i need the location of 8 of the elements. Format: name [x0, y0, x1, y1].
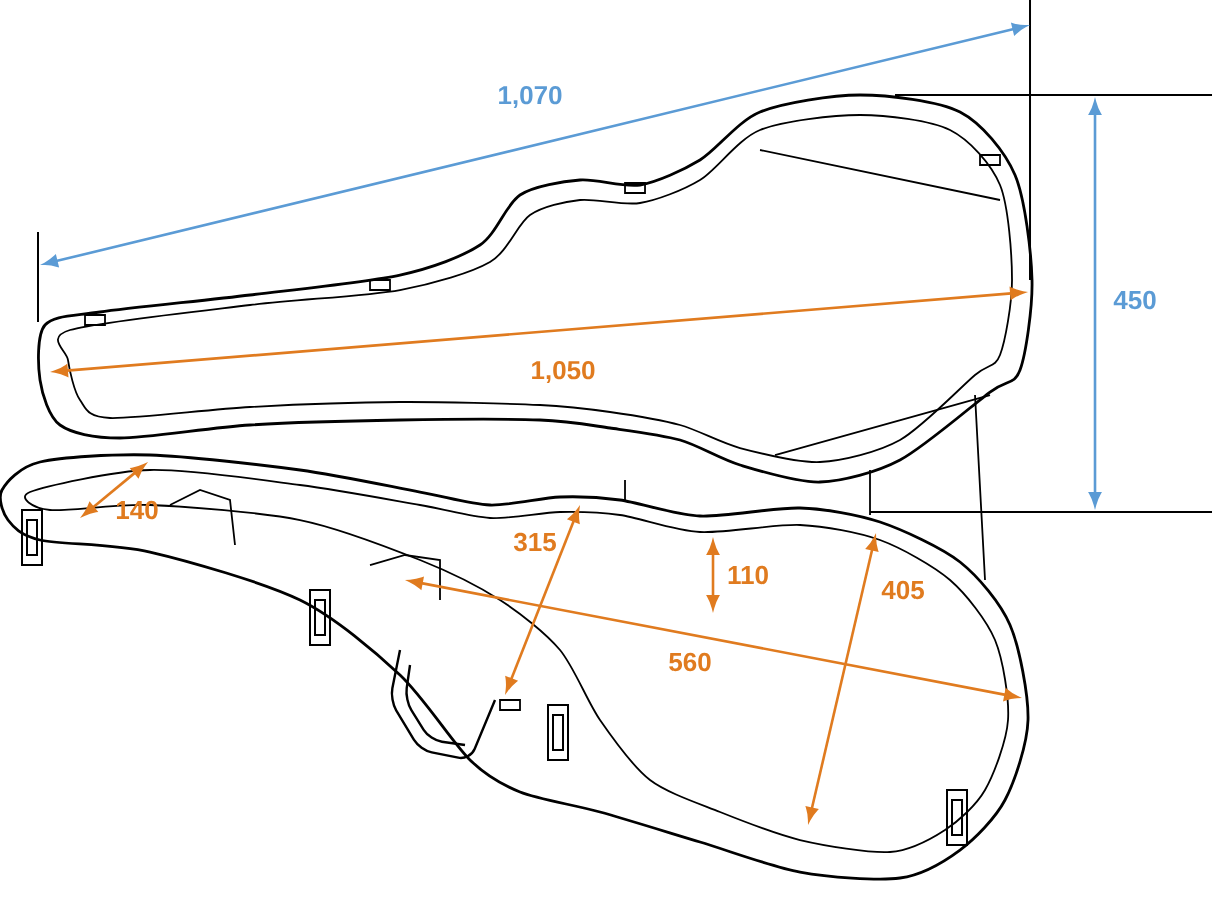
dimension-label: 1,070 [499, 85, 562, 109]
dimension-label: 1,050 [532, 360, 595, 384]
dimension-label: 315 [513, 532, 556, 552]
dimension-label: 560 [669, 652, 711, 672]
dimension-label: 405 [881, 580, 924, 600]
dimension-label: 140 [116, 500, 158, 520]
dimension-label: 110 [728, 565, 768, 585]
dimension-label: 450 [1113, 290, 1156, 310]
